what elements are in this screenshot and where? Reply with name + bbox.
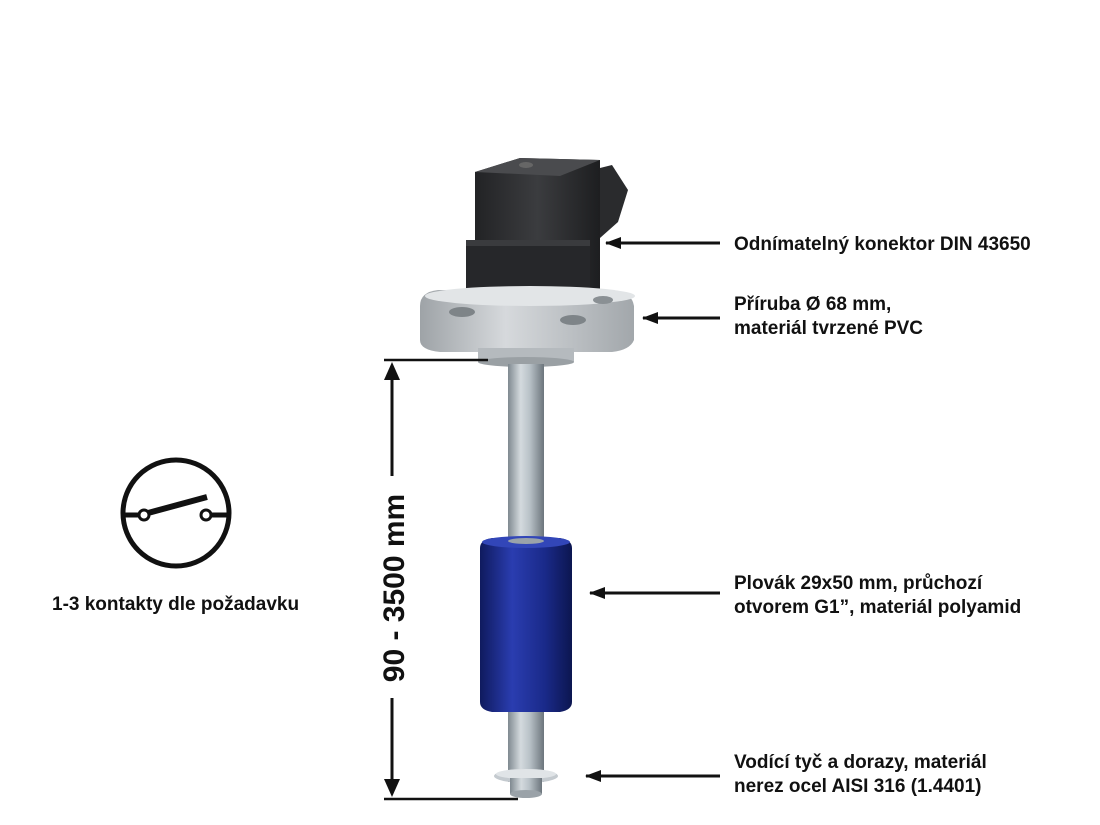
float-label-line2: otvorem G1”, materiál polyamid	[734, 597, 1021, 618]
connector	[466, 158, 628, 292]
guide-rod-upper	[508, 364, 544, 544]
dimension-indicator: 90 - 3500 mm	[378, 358, 518, 801]
contacts-label: 1-3 kontakty dle požadavku	[52, 594, 299, 615]
float	[480, 536, 572, 712]
connector-label: Odnímatelný konektor DIN 43650	[734, 234, 1031, 255]
callout-arrows	[585, 237, 720, 782]
callout-labels: Odnímatelný konektor DIN 43650 Příruba Ø…	[734, 234, 1031, 797]
flange-label-line1: Příruba Ø 68 mm,	[734, 294, 891, 315]
float-label-line1: Plovák 29x50 mm, průchozí	[734, 573, 983, 594]
rod-label-line2: nerez ocel AISI 316 (1.4401)	[734, 776, 981, 797]
flange	[420, 286, 635, 367]
rod-label-line1: Vodící tyč a dorazy, materiál	[734, 752, 987, 773]
sensor-drawing	[420, 158, 635, 798]
dimension-label: 90 - 3500 mm	[378, 494, 411, 682]
switch-contact-icon	[120, 457, 232, 569]
bottom-stop	[494, 769, 558, 798]
flange-label-line2: materiál tvrzené PVC	[734, 318, 923, 339]
